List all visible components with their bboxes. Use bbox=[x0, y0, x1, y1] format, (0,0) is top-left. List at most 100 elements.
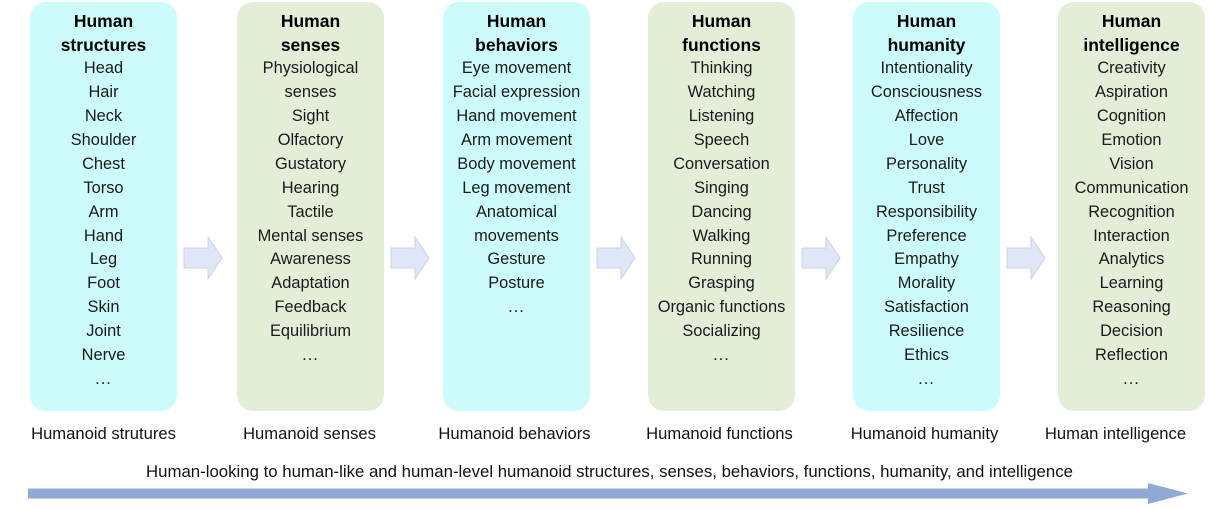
list-item: Thinking bbox=[690, 59, 753, 78]
list-item: Running bbox=[690, 250, 753, 269]
step-arrow-icon bbox=[596, 236, 636, 280]
list-item: Recognition bbox=[1088, 202, 1175, 221]
list-item-ellipsis: ... bbox=[918, 369, 935, 388]
column-title-line: intelligence bbox=[1083, 34, 1180, 55]
list-item: Socializing bbox=[682, 322, 761, 341]
list-item-ellipsis: ... bbox=[713, 346, 730, 365]
list-item: Learning bbox=[1099, 274, 1164, 293]
list-item: Reasoning bbox=[1092, 298, 1171, 317]
list-item: Reflection bbox=[1095, 346, 1168, 365]
list-item: Conversation bbox=[673, 154, 770, 173]
list-item: Consciousness bbox=[870, 83, 983, 102]
column-caption-humanoid-behaviors: Humanoid behaviors bbox=[438, 424, 591, 443]
list-item: Joint bbox=[86, 322, 121, 341]
list-item: Grasping bbox=[688, 274, 755, 293]
list-item: Organic functions bbox=[657, 298, 786, 317]
list-item: Nerve bbox=[81, 346, 126, 365]
category-column-human-functions: Human functions Thinking Watching Listen… bbox=[648, 2, 795, 411]
list-item: Watching bbox=[687, 83, 756, 102]
column-title: Human intelligence bbox=[1060, 10, 1203, 57]
column-title: Human humanity bbox=[855, 10, 998, 57]
list-item: Personality bbox=[885, 154, 968, 173]
list-item: Sight bbox=[291, 107, 330, 125]
list-item: Vision bbox=[1109, 154, 1154, 173]
column-title-line: Human bbox=[73, 11, 134, 31]
list-item: Olfactory bbox=[277, 130, 344, 149]
list-item-ellipsis: ... bbox=[302, 346, 319, 365]
list-item: Leg movement bbox=[462, 178, 571, 197]
column-title-line: humanity bbox=[887, 34, 966, 55]
column-title-line: functions bbox=[682, 34, 761, 55]
column-title: Human senses bbox=[239, 10, 382, 57]
list-item: Arm bbox=[88, 202, 119, 221]
list-item: Intentionality bbox=[880, 59, 973, 78]
column-item-list: Physiological senses Sight Olfactory Gus… bbox=[239, 57, 382, 368]
summary-caption: Human-looking to human-like and human-le… bbox=[146, 462, 1073, 481]
column-item-list: Thinking Watching Listening Speech Conve… bbox=[650, 57, 793, 368]
list-item: Leg bbox=[89, 250, 118, 269]
list-item: Physiological senses bbox=[262, 59, 359, 102]
list-item: Cognition bbox=[1096, 107, 1167, 125]
category-column-human-behaviors: Human behaviors Eye movement Facial expr… bbox=[443, 2, 590, 411]
list-item: Hand movement bbox=[456, 107, 577, 125]
column-title-line: Human bbox=[1101, 11, 1162, 31]
list-item: Dancing bbox=[691, 202, 752, 221]
column-caption-humanoid-humanity: Humanoid humanity bbox=[850, 424, 999, 443]
list-item: Preference bbox=[886, 226, 967, 245]
list-item: Singing bbox=[694, 178, 749, 197]
list-item: Head bbox=[83, 59, 124, 78]
list-item: Analytics bbox=[1098, 250, 1165, 269]
column-item-list: Head Hair Neck Shoulder Chest Torso Arm … bbox=[32, 57, 175, 392]
list-item: Aspiration bbox=[1095, 83, 1168, 102]
list-item: Gustatory bbox=[274, 154, 347, 173]
category-column-human-humanity: Human humanity Intentionality Consciousn… bbox=[853, 2, 1000, 411]
list-item: Ethics bbox=[904, 346, 949, 365]
list-item: Decision bbox=[1100, 322, 1163, 341]
column-caption-humanoid-structures: Humanoid strutures bbox=[31, 424, 176, 443]
list-item: Gesture bbox=[487, 250, 546, 269]
list-item: Love bbox=[908, 130, 945, 149]
list-item: Walking bbox=[692, 226, 751, 245]
column-title-line: Human bbox=[486, 11, 547, 31]
category-column-human-senses: Human senses Physiological senses Sight … bbox=[237, 2, 384, 411]
list-item: Mental senses bbox=[257, 226, 364, 245]
column-item-list: Creativity Aspiration Cognition Emotion … bbox=[1060, 57, 1203, 392]
list-item: Creativity bbox=[1097, 59, 1166, 78]
list-item: Torso bbox=[83, 178, 124, 197]
step-arrow-icon bbox=[801, 236, 841, 280]
list-item: Skin bbox=[87, 298, 120, 317]
list-item: Responsibility bbox=[875, 202, 978, 221]
list-item-ellipsis: ... bbox=[508, 298, 525, 317]
list-item: Feedback bbox=[274, 298, 347, 317]
column-item-list: Intentionality Consciousness Affection L… bbox=[855, 57, 998, 392]
list-item: Posture bbox=[488, 274, 545, 293]
list-item: Satisfaction bbox=[884, 298, 969, 317]
column-title-line: behaviors bbox=[475, 34, 558, 55]
column-title: Human structures bbox=[32, 10, 175, 57]
list-item: Chest bbox=[82, 154, 125, 173]
list-item: Neck bbox=[84, 107, 123, 125]
list-item: Hair bbox=[88, 83, 119, 102]
list-item: Communication bbox=[1074, 178, 1189, 197]
list-item: Shoulder bbox=[70, 130, 137, 149]
list-item: Awareness bbox=[270, 250, 351, 269]
column-title: Human functions bbox=[650, 10, 793, 57]
list-item: Hearing bbox=[281, 178, 340, 197]
list-item: Emotion bbox=[1101, 130, 1162, 149]
list-item-ellipsis: ... bbox=[1123, 369, 1140, 388]
list-item: Body movement bbox=[457, 154, 576, 173]
list-item: Listening bbox=[688, 107, 755, 125]
list-item: Affection bbox=[894, 107, 959, 125]
category-column-human-structures: Human structures Head Hair Neck Shoulder… bbox=[30, 2, 177, 411]
list-item: Equilibrium bbox=[269, 322, 352, 341]
step-arrow-icon bbox=[1006, 236, 1046, 280]
list-item-ellipsis: ... bbox=[95, 369, 112, 388]
column-title-line: Human bbox=[691, 11, 752, 31]
list-item: Speech bbox=[693, 130, 750, 149]
list-item: Anatomical movements bbox=[474, 202, 559, 245]
category-column-human-intelligence: Human intelligence Creativity Aspiration… bbox=[1058, 2, 1205, 411]
column-title: Human behaviors bbox=[445, 10, 588, 57]
step-arrow-icon bbox=[390, 236, 430, 280]
list-item: Arm movement bbox=[460, 130, 573, 149]
